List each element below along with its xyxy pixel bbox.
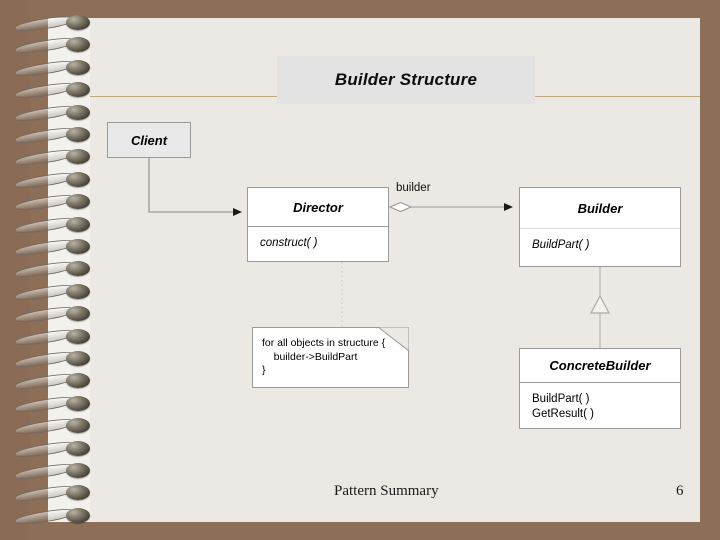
spiral-ring-bead bbox=[66, 373, 90, 389]
uml-class-concretebuilder-operations: BuildPart( ) GetResult( ) bbox=[520, 383, 680, 430]
aggregation-diamond-icon bbox=[388, 201, 413, 213]
association-label-builder: builder bbox=[396, 182, 431, 194]
spiral-ring bbox=[13, 147, 92, 169]
spiral-ring-bead bbox=[66, 261, 90, 277]
spiral-ring-bead bbox=[66, 149, 90, 165]
uml-class-builder[interactable]: Builder BuildPart( ) bbox=[519, 187, 681, 267]
uml-class-builder-name: Builder bbox=[577, 200, 623, 216]
spiral-ring-bead bbox=[66, 485, 90, 501]
spiral-ring bbox=[13, 192, 92, 214]
spiral-ring bbox=[13, 80, 92, 102]
connector-client-to-director bbox=[148, 158, 242, 216]
spiral-ring-bead bbox=[66, 37, 90, 53]
spiral-ring-bead bbox=[66, 283, 90, 299]
uml-note-text: for all objects in structure { builder->… bbox=[262, 337, 386, 376]
spiral-ring-bead bbox=[66, 104, 90, 120]
uml-class-builder-operations: BuildPart( ) bbox=[532, 239, 590, 251]
uml-class-director-operations: construct( ) bbox=[260, 237, 318, 249]
spiral-ring bbox=[13, 371, 92, 393]
spiral-ring-bead bbox=[66, 440, 90, 456]
spiral-ring-bead bbox=[66, 194, 90, 210]
footer-label: Pattern Summary bbox=[334, 483, 439, 499]
spiral-ring-bead bbox=[66, 15, 90, 30]
uml-class-director-name: Director bbox=[293, 199, 343, 215]
spiral-ring bbox=[13, 438, 92, 460]
generalization-triangle-icon bbox=[590, 294, 610, 314]
uml-operation-getresult: GetResult( ) bbox=[532, 408, 594, 420]
spiral-ring bbox=[13, 102, 92, 124]
spiral-ring bbox=[13, 214, 92, 236]
spiral-ring bbox=[13, 35, 92, 57]
spiral-ring-bead bbox=[66, 328, 90, 344]
uml-class-concretebuilder[interactable]: ConcreteBuilder BuildPart( ) GetResult( … bbox=[519, 348, 681, 429]
spiral-ring bbox=[13, 13, 92, 34]
spiral-ring bbox=[13, 237, 92, 258]
spiral-ring bbox=[13, 169, 92, 191]
spiral-ring bbox=[13, 304, 92, 326]
spiral-ring-bead bbox=[66, 418, 90, 434]
spiral-ring bbox=[13, 505, 92, 527]
uml-class-client-name: Client bbox=[130, 132, 168, 148]
uml-note[interactable]: for all objects in structure { builder->… bbox=[252, 327, 409, 388]
footer-page-number: 6 bbox=[676, 483, 684, 499]
spiral-binding bbox=[0, 0, 110, 540]
spiral-ring-bead bbox=[66, 351, 90, 366]
spiral-ring-bead bbox=[66, 395, 90, 411]
spiral-ring bbox=[13, 461, 92, 482]
note-folded-corner-icon bbox=[378, 327, 409, 351]
spiral-ring-bead bbox=[66, 507, 90, 523]
uml-class-concretebuilder-separator bbox=[520, 382, 680, 383]
spiral-ring-bead bbox=[66, 59, 90, 75]
spiral-ring-bead bbox=[66, 127, 90, 142]
spiral-ring-bead bbox=[66, 216, 90, 232]
uml-class-concretebuilder-name: ConcreteBuilder bbox=[549, 358, 651, 373]
spiral-ring-bead bbox=[66, 82, 90, 98]
slide-title-box: Builder Structure bbox=[277, 56, 535, 104]
spiral-ring bbox=[13, 57, 92, 79]
spiral-ring-bead bbox=[66, 463, 90, 478]
uml-class-client[interactable]: Client bbox=[107, 122, 191, 158]
spiral-ring bbox=[13, 259, 92, 281]
uml-operation-buildpart: BuildPart( ) bbox=[532, 393, 590, 405]
spiral-ring-bead bbox=[66, 306, 90, 322]
spiral-ring bbox=[13, 281, 92, 303]
spiral-ring bbox=[13, 125, 92, 146]
spiral-ring bbox=[13, 349, 92, 370]
spiral-ring-bead bbox=[66, 239, 90, 254]
uml-class-builder-separator bbox=[520, 228, 680, 229]
uml-class-director[interactable]: Director construct( ) bbox=[247, 187, 389, 262]
uml-class-director-separator bbox=[248, 226, 388, 227]
spiral-ring-bead bbox=[66, 171, 90, 187]
spiral-ring bbox=[13, 416, 92, 438]
spiral-ring bbox=[13, 483, 92, 505]
page-title: Builder Structure bbox=[334, 70, 478, 89]
spiral-ring bbox=[13, 393, 92, 415]
spiral-ring bbox=[13, 326, 92, 348]
